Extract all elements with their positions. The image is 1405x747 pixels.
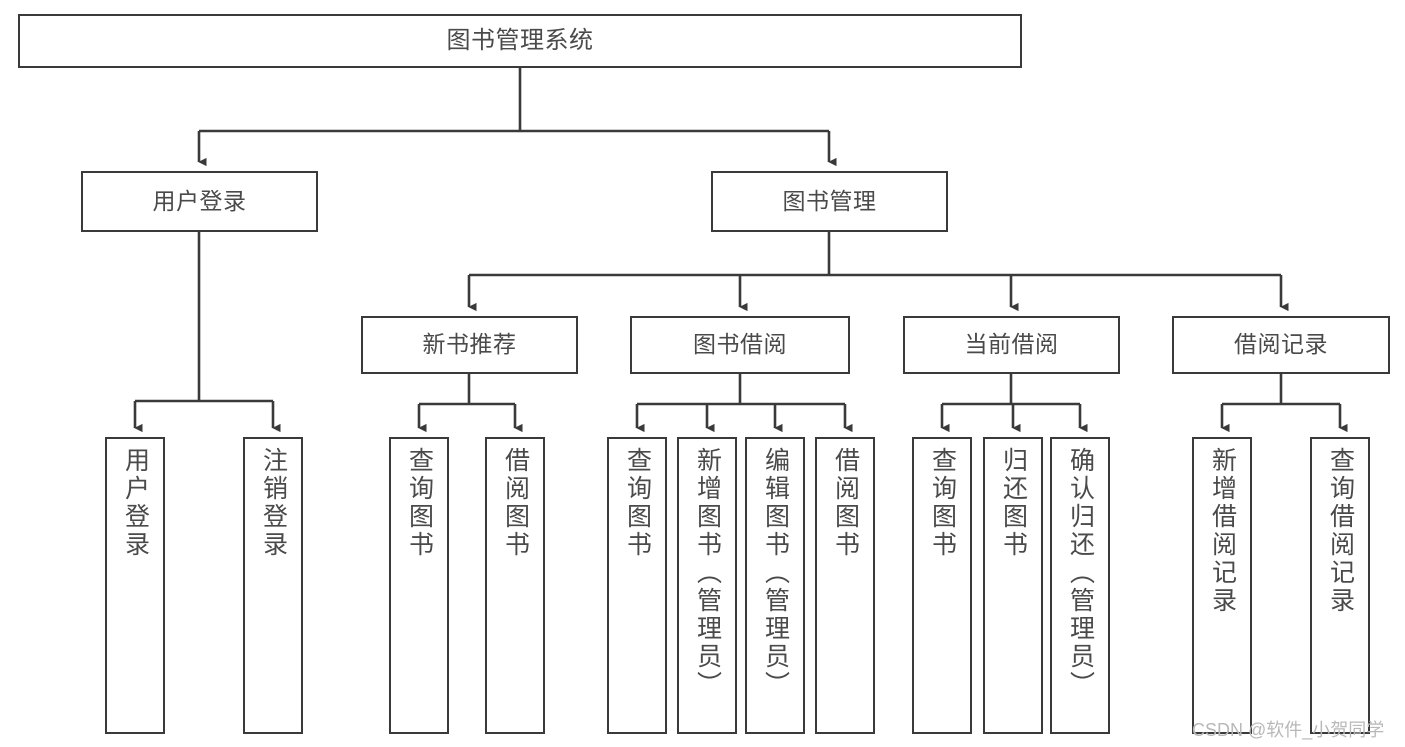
- node-label-leaf-add-rec: 新增借阅记录: [1208, 447, 1237, 615]
- node-label-leaf-borrow-1: 借阅图书: [501, 447, 530, 559]
- node-leaf-logout[interactable]: 注销登录: [243, 437, 303, 734]
- node-label-book-borrow: 图书借阅: [693, 331, 787, 358]
- node-leaf-confirm[interactable]: 确认归还（管理员）: [1050, 437, 1110, 734]
- node-label-borrow-record: 借阅记录: [1234, 331, 1328, 358]
- node-book-borrow[interactable]: 图书借阅: [630, 316, 850, 374]
- node-label-leaf-add-book: 新增图书（管理员）: [693, 447, 722, 699]
- node-leaf-add-book[interactable]: 新增图书（管理员）: [677, 437, 737, 734]
- node-label-leaf-query-rec: 查询借阅记录: [1326, 447, 1355, 615]
- node-label-root: 图书管理系统: [446, 26, 594, 54]
- node-label-current-borrow: 当前借阅: [964, 331, 1059, 358]
- node-leaf-query-rec[interactable]: 查询借阅记录: [1310, 437, 1370, 734]
- node-label-leaf-edit-book: 编辑图书（管理员）: [761, 447, 790, 699]
- node-leaf-user-login[interactable]: 用户登录: [105, 437, 165, 734]
- node-leaf-return[interactable]: 归还图书: [983, 437, 1043, 734]
- node-label-leaf-confirm: 确认归还（管理员）: [1066, 447, 1095, 699]
- node-label-leaf-query-2: 查询图书: [623, 447, 652, 559]
- node-leaf-edit-book[interactable]: 编辑图书（管理员）: [745, 437, 805, 734]
- node-new-book-rec[interactable]: 新书推荐: [361, 316, 578, 374]
- node-label-leaf-query-3: 查询图书: [928, 447, 957, 559]
- node-label-new-book-rec: 新书推荐: [422, 331, 517, 358]
- node-root[interactable]: 图书管理系统: [18, 14, 1022, 68]
- node-label-leaf-user-login: 用户登录: [121, 447, 150, 559]
- node-label-leaf-return: 归还图书: [999, 447, 1028, 559]
- node-label-book-manage: 图书管理: [782, 187, 877, 214]
- node-borrow-record[interactable]: 借阅记录: [1172, 316, 1390, 374]
- node-label-leaf-borrow-2: 借阅图书: [831, 447, 860, 559]
- node-leaf-add-rec[interactable]: 新增借阅记录: [1192, 437, 1252, 734]
- watermark-text: CSDN @软件_小贺同学: [1192, 720, 1385, 740]
- node-leaf-query-3[interactable]: 查询图书: [912, 437, 972, 734]
- node-book-manage[interactable]: 图书管理: [711, 171, 948, 232]
- node-leaf-query-1[interactable]: 查询图书: [389, 437, 449, 734]
- node-label-leaf-query-1: 查询图书: [405, 447, 434, 559]
- node-leaf-query-2[interactable]: 查询图书: [607, 437, 667, 734]
- node-current-borrow[interactable]: 当前借阅: [903, 316, 1120, 374]
- node-leaf-borrow-1[interactable]: 借阅图书: [485, 437, 545, 734]
- node-user-login[interactable]: 用户登录: [81, 171, 318, 232]
- node-label-leaf-logout: 注销登录: [259, 447, 288, 559]
- node-label-user-login: 用户登录: [152, 187, 247, 214]
- node-leaf-borrow-2[interactable]: 借阅图书: [815, 437, 875, 734]
